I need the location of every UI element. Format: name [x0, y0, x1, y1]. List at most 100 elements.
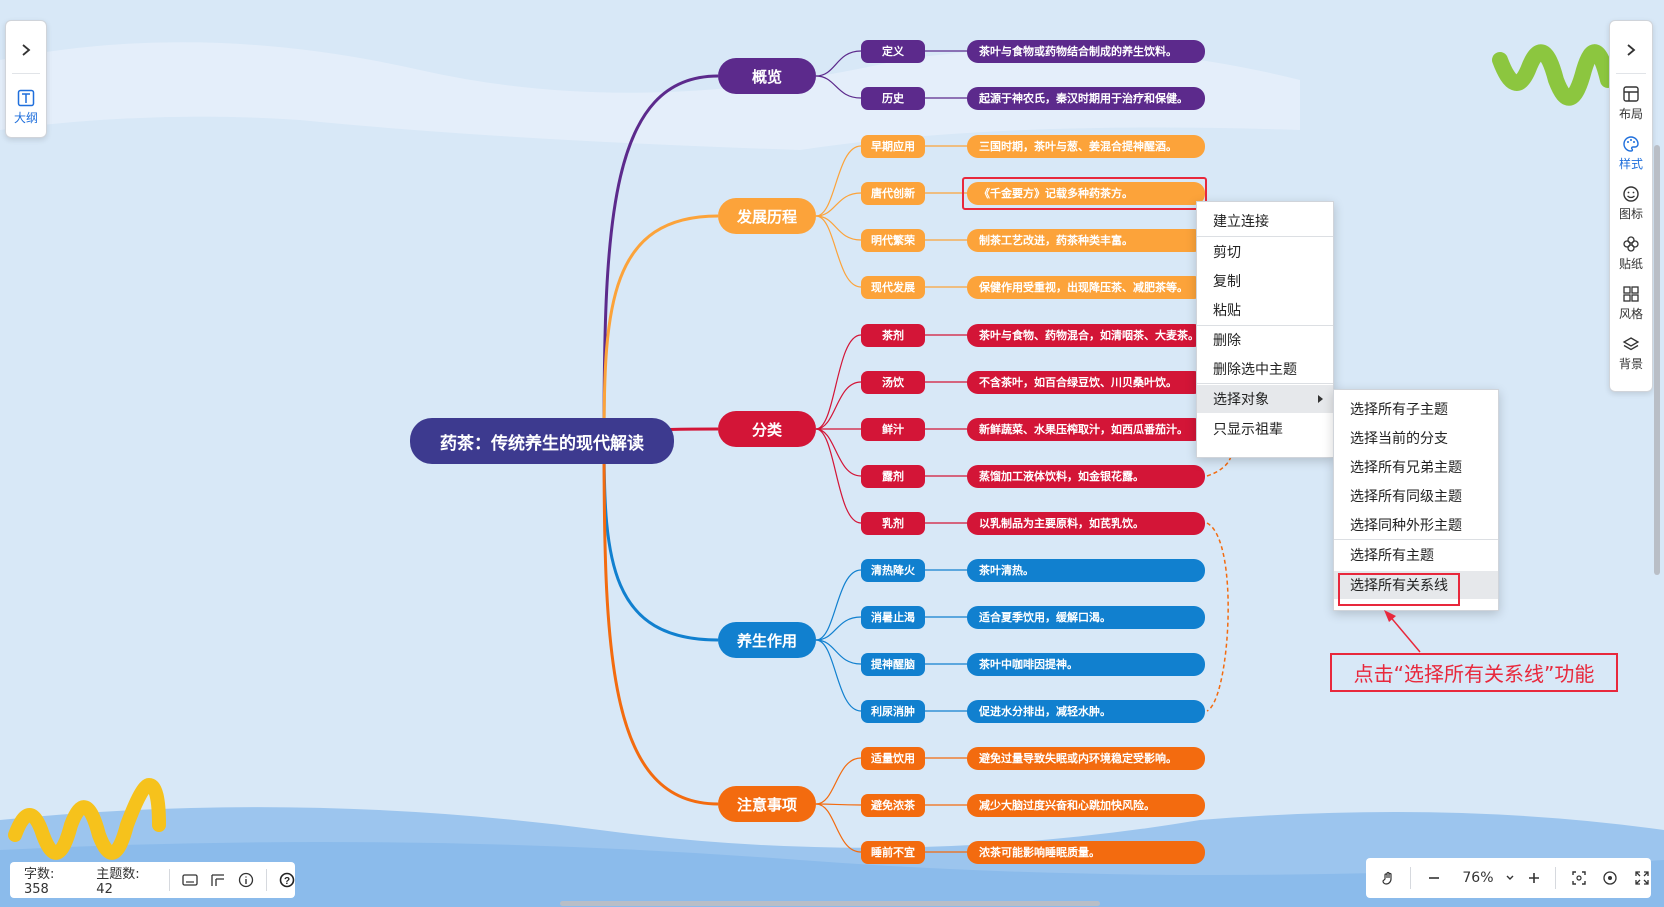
- context-menu-item[interactable]: 建立连接: [1197, 207, 1333, 235]
- locate-center-icon[interactable]: [1602, 869, 1620, 887]
- subtopic[interactable]: 唐代创新: [861, 181, 925, 205]
- subtopic[interactable]: 适量饮用: [861, 746, 925, 770]
- horizontal-scrollbar[interactable]: [560, 901, 1100, 906]
- tool-layout[interactable]: 布局: [1610, 83, 1652, 122]
- context-menu-item[interactable]: 剪切: [1197, 238, 1333, 266]
- submenu-item[interactable]: 选择所有兄弟主题: [1334, 453, 1498, 481]
- submenu-item[interactable]: 选择所有子主题: [1334, 395, 1498, 423]
- smile-icon: [1620, 183, 1642, 205]
- fullscreen-icon[interactable]: [1633, 869, 1651, 887]
- status-bar: 字数: 358 主题数: 42 ?: [10, 862, 295, 898]
- outline-label: 大纲: [13, 111, 38, 125]
- subtopic[interactable]: 露剂: [861, 464, 925, 488]
- subtopic[interactable]: 睡前不宜: [861, 840, 925, 864]
- subtopic[interactable]: 定义: [861, 39, 925, 63]
- submenu-item[interactable]: 选择所有主题: [1334, 541, 1498, 569]
- context-menu-item[interactable]: 复制: [1197, 267, 1333, 295]
- leaf-topic[interactable]: 浓茶可能影响睡眠质量。: [967, 840, 1205, 864]
- leaf-topic[interactable]: 起源于神农氏，秦汉时期用于治疗和保健。: [967, 86, 1205, 110]
- main-topic[interactable]: 发展历程: [718, 198, 816, 234]
- subtopic[interactable]: 现代发展: [861, 275, 925, 299]
- leaf-topic[interactable]: 促进水分排出，减轻水肿。: [967, 699, 1205, 723]
- menu-divider: [1197, 325, 1333, 326]
- context-menu-item[interactable]: 只显示祖辈: [1197, 415, 1333, 443]
- main-topic[interactable]: 概览: [718, 58, 816, 94]
- zoom-out-icon[interactable]: [1425, 869, 1443, 887]
- tool-label: 贴纸: [1618, 257, 1643, 271]
- menu-item-label: 建立连接: [1213, 214, 1269, 230]
- subtopic[interactable]: 消暑止渴: [861, 605, 925, 629]
- subtopic[interactable]: 利尿消肿: [861, 699, 925, 723]
- context-menu: 建立连接剪切复制粘贴删除删除选中主题选择对象只显示祖辈: [1196, 201, 1334, 458]
- leaf-topic[interactable]: 制茶工艺改进，药茶种类丰富。: [967, 228, 1205, 252]
- context-menu-item[interactable]: 删除选中主题: [1197, 355, 1333, 383]
- subtopic[interactable]: 避免浓茶: [861, 793, 925, 817]
- leaf-topic[interactable]: 茶叶与食物或药物结合制成的养生饮料。: [967, 39, 1205, 63]
- chevron-down-icon[interactable]: [1502, 869, 1520, 887]
- menu-item-label: 只显示祖辈: [1213, 422, 1283, 438]
- main-topic[interactable]: 注意事项: [718, 786, 816, 822]
- leaf-topic[interactable]: 保健作用受重视，出现降压茶、减肥茶等。: [967, 275, 1205, 299]
- subtopic[interactable]: 早期应用: [861, 134, 925, 158]
- tool-label: 样式: [1618, 157, 1643, 171]
- menu-item-label: 删除: [1213, 333, 1241, 349]
- subtopic[interactable]: 提神醒脑: [861, 652, 925, 676]
- tool-layers[interactable]: 背景: [1610, 333, 1652, 372]
- subtopic[interactable]: 乳剂: [861, 511, 925, 535]
- hand-tool-icon[interactable]: [1380, 869, 1398, 887]
- text-box-icon: [15, 87, 37, 109]
- leaf-topic[interactable]: 不含茶叶，如百合绿豆饮、川贝桑叶饮。: [967, 370, 1205, 394]
- submenu-item[interactable]: 选择同种外形主题: [1334, 511, 1498, 539]
- subtopic[interactable]: 茶剂: [861, 323, 925, 347]
- root-topic[interactable]: 药茶：传统养生的现代解读: [410, 418, 674, 464]
- subtopic[interactable]: 鲜汁: [861, 417, 925, 441]
- fit-screen-icon[interactable]: [1570, 869, 1588, 887]
- leaf-topic[interactable]: 以乳制品为主要原料，如芪乳饮。: [967, 511, 1205, 535]
- menu-divider: [1197, 236, 1333, 237]
- collapse-right-button[interactable]: [1610, 39, 1652, 61]
- menu-item-label: 剪切: [1213, 245, 1241, 261]
- keyboard-icon[interactable]: [182, 872, 198, 888]
- main-topic[interactable]: 养生作用: [718, 622, 816, 658]
- main-topic[interactable]: 分类: [718, 411, 816, 447]
- layout-structure-icon[interactable]: [210, 872, 226, 888]
- expand-left-button[interactable]: [6, 39, 46, 61]
- context-menu-item[interactable]: 选择对象: [1197, 385, 1333, 413]
- annotation-box: [1330, 653, 1618, 692]
- tool-flower[interactable]: 贴纸: [1610, 233, 1652, 272]
- submenu-item[interactable]: 选择当前的分支: [1334, 424, 1498, 452]
- subtopic[interactable]: 历史: [861, 86, 925, 110]
- subtopic[interactable]: 清热降火: [861, 558, 925, 582]
- leaf-topic[interactable]: 蒸馏加工液体饮料，如金银花露。: [967, 464, 1205, 488]
- submenu-item[interactable]: 选择所有同级主题: [1334, 482, 1498, 510]
- zoom-level[interactable]: 76%: [1462, 870, 1494, 886]
- leaf-topic[interactable]: 避免过量导致失眠或内环境稳定受影响。: [967, 746, 1205, 770]
- subtopic[interactable]: 明代繁荣: [861, 228, 925, 252]
- leaf-topic[interactable]: 新鲜蔬菜、水果压榨取汁，如西瓜番茄汁。: [967, 417, 1205, 441]
- zoom-in-icon[interactable]: [1525, 869, 1543, 887]
- info-icon[interactable]: [238, 872, 254, 888]
- leaf-topic[interactable]: 适合夏季饮用，缓解口渴。: [967, 605, 1205, 629]
- leaf-topic[interactable]: 三国时期，茶叶与葱、姜混合提神醒酒。: [967, 134, 1205, 158]
- tool-smile[interactable]: 图标: [1610, 183, 1652, 222]
- flower-icon: [1620, 233, 1642, 255]
- tool-grid[interactable]: 风格: [1610, 283, 1652, 322]
- tool-label: 背景: [1618, 357, 1643, 371]
- leaf-topic[interactable]: 茶叶与食物、药物混合，如清咽茶、大麦茶。: [967, 323, 1205, 347]
- leaf-topic[interactable]: 减少大脑过度兴奋和心跳加快风险。: [967, 793, 1205, 817]
- help-icon[interactable]: ?: [279, 872, 295, 888]
- context-menu-item[interactable]: 粘贴: [1197, 296, 1333, 324]
- tool-label: 布局: [1618, 107, 1643, 121]
- subtopic[interactable]: 汤饮: [861, 370, 925, 394]
- outline-button[interactable]: 大纲: [6, 87, 46, 126]
- tool-palette[interactable]: 样式: [1610, 133, 1652, 172]
- highlight-box: [1338, 573, 1460, 606]
- submenu-item[interactable]: 选择所有关系线: [1334, 571, 1498, 599]
- menu-item-label: 选择所有兄弟主题: [1350, 460, 1462, 476]
- leaf-topic[interactable]: 《千金要方》记载多种药茶方。: [967, 181, 1205, 205]
- vertical-scrollbar[interactable]: [1654, 145, 1660, 575]
- leaf-topic[interactable]: 茶叶清热。: [967, 558, 1205, 582]
- context-menu-item[interactable]: 删除: [1197, 326, 1333, 354]
- leaf-topic[interactable]: 茶叶中咖啡因提神。: [967, 652, 1205, 676]
